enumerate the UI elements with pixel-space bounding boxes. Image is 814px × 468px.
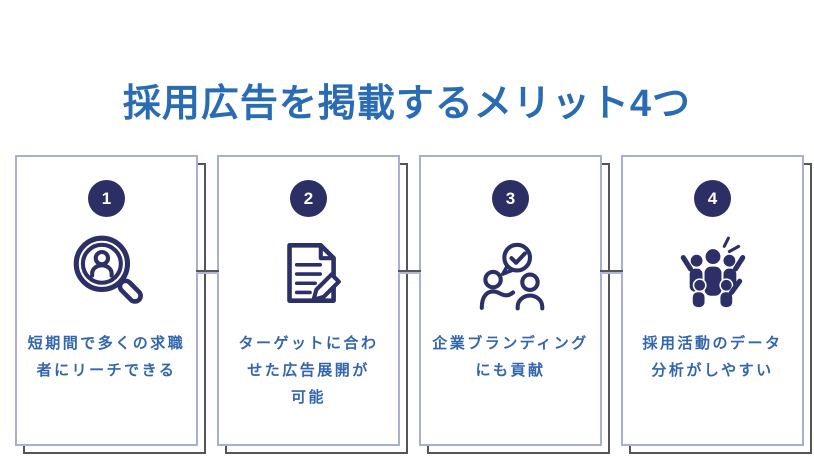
connector-light-line — [600, 272, 623, 274]
benefit-text: ターゲットに合わ せた広告展開が 可能 — [238, 335, 379, 406]
connector-dark-line — [398, 270, 421, 272]
document-pencil-icon — [268, 232, 350, 314]
connector-dark-line — [600, 270, 623, 272]
card-connector-line — [196, 270, 219, 274]
benefit-text: 短期間で多くの求職 者にリーチできる — [27, 335, 186, 379]
benefit-card-3: 3 企業ブランディング にも貢献 — [419, 155, 610, 454]
people-dialog-check-icon — [470, 232, 552, 314]
benefit-card-2: 2 ターゲットに合わ せた広告展開が 可能 — [217, 155, 408, 454]
step-number-badge: 1 — [88, 180, 125, 217]
card-connector-line — [600, 270, 623, 274]
step-number-badge: 2 — [290, 180, 327, 217]
step-number-badge: 4 — [694, 180, 731, 217]
page-title: 採用広告を掲載するメリット4つ — [122, 83, 692, 125]
team-celebration-icon — [672, 232, 754, 314]
card-face: 3 企業ブランディング にも貢献 — [419, 155, 602, 446]
magnifier-person-icon — [66, 232, 148, 314]
connector-dark-line — [196, 270, 219, 272]
benefit-text: 採用活動のデータ 分析がしやすい — [642, 335, 783, 379]
card-face: 4 — [621, 155, 804, 446]
step-number-badge: 3 — [492, 180, 529, 217]
card-connector-line — [398, 270, 421, 274]
benefit-card-1: 1 短期間で多くの求職 者にリーチできる — [15, 155, 206, 454]
card-face: 2 ターゲットに合わ せた広告展開が 可能 — [217, 155, 400, 446]
card-face: 1 短期間で多くの求職 者にリーチできる — [15, 155, 198, 446]
connector-light-line — [196, 272, 219, 274]
benefit-card-4: 4 — [621, 155, 812, 454]
benefit-text: 企業ブランディング にも貢献 — [432, 335, 589, 379]
connector-light-line — [398, 272, 421, 274]
